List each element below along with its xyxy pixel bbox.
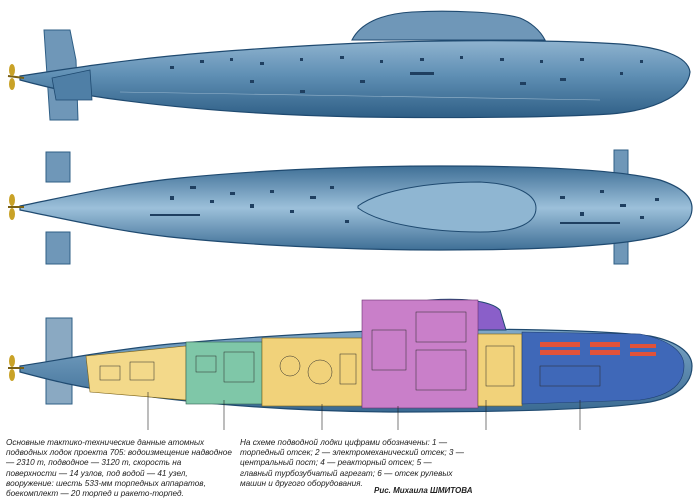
top-bow-plane-upper xyxy=(613,149,629,175)
top-sail xyxy=(357,181,537,233)
top-hull xyxy=(19,165,693,251)
top-rudder-upper xyxy=(45,151,71,183)
tactical-data-caption: Основные тактико-технические данные атом… xyxy=(6,438,232,499)
compartment-2 xyxy=(477,333,523,407)
side-stern-plane xyxy=(51,69,93,101)
side-view xyxy=(7,10,691,121)
top-propeller xyxy=(8,194,24,220)
callout-leaders xyxy=(147,392,581,430)
side-propeller xyxy=(7,64,25,90)
top-deck-fittings xyxy=(150,186,659,224)
compartment-3 xyxy=(361,299,479,409)
submarine-illustration: 6 5 4 3 2 1 xyxy=(7,10,693,430)
machinery-details xyxy=(99,311,601,391)
legend-caption: На схеме подводной лодки цифрами обознач… xyxy=(240,438,464,488)
compartment-4 xyxy=(261,337,363,407)
illustration-credit: Рис. Михаила ШМИТОВА xyxy=(374,486,473,495)
side-hatches xyxy=(170,56,643,93)
side-sail xyxy=(351,10,546,41)
top-view xyxy=(8,149,693,265)
cutaway-view: 6 5 4 3 2 1 xyxy=(8,298,693,430)
side-hull xyxy=(19,40,691,119)
top-rudder-lower xyxy=(45,231,71,265)
cut-propeller xyxy=(8,355,24,381)
torpedo-tubes xyxy=(540,342,656,356)
